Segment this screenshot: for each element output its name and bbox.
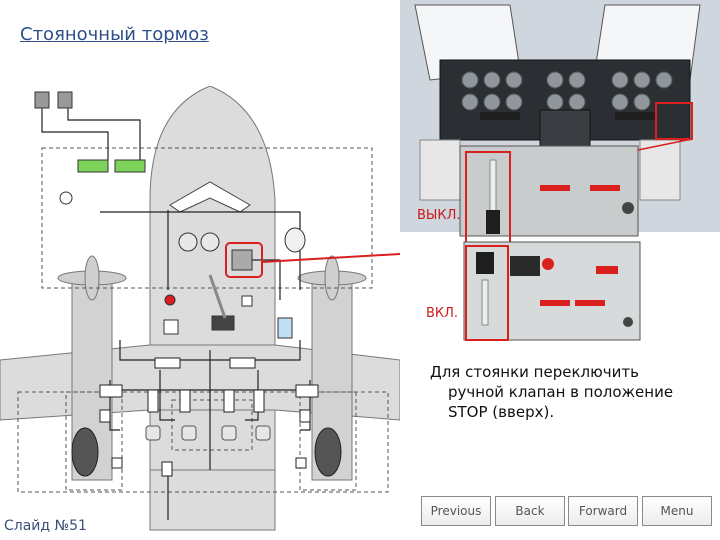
right-propeller bbox=[297, 255, 367, 301]
note-line-2: ручной клапан в положение bbox=[448, 383, 674, 401]
callout-connector-line bbox=[261, 252, 400, 263]
side-panel-highlight bbox=[655, 102, 693, 140]
note-line-3: STOP (вверх). bbox=[448, 403, 555, 421]
zoom-panel-off bbox=[459, 145, 639, 245]
label-off: ВЫКЛ. bbox=[417, 208, 461, 223]
back-button[interactable]: Back bbox=[495, 496, 565, 526]
menu-button[interactable]: Menu bbox=[642, 496, 712, 526]
note-line-1: Для стоянки переключить bbox=[430, 363, 639, 381]
cockpit-photo bbox=[400, 0, 720, 341]
parking-brake-valve-highlight bbox=[225, 242, 263, 278]
instruction-note: Для стоянки переключить ручной клапан в … bbox=[430, 362, 710, 422]
label-on: ВКЛ. bbox=[426, 306, 459, 321]
zoom-panel-on bbox=[463, 241, 641, 341]
slide-number: Слайд №51 bbox=[4, 518, 87, 534]
valve-on-highlight bbox=[465, 245, 509, 341]
left-propeller bbox=[57, 255, 127, 301]
slide-title: Стояночный тормоз bbox=[20, 24, 209, 45]
aircraft-schematic bbox=[0, 86, 400, 531]
previous-button[interactable]: Previous bbox=[421, 496, 491, 526]
forward-button[interactable]: Forward bbox=[568, 496, 638, 526]
